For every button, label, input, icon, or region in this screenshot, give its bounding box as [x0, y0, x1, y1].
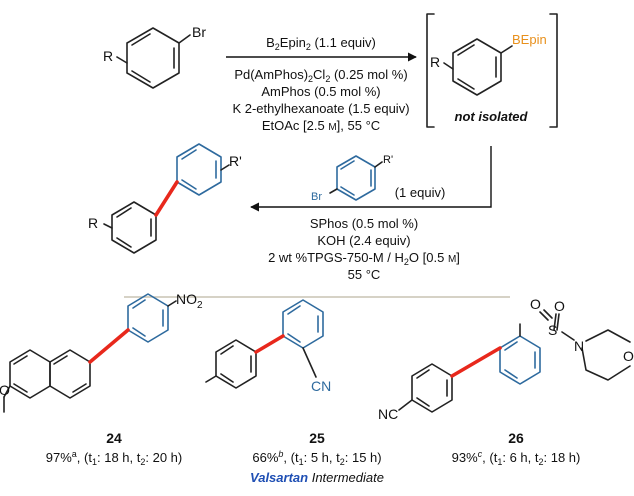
nitro-group-label: NO2: [176, 291, 203, 311]
bromo-label: Br: [192, 24, 206, 40]
sulfur-label: S: [548, 322, 557, 338]
koh-condition: KOH (2.4 equiv): [317, 233, 410, 248]
nitrile-label-25: CN: [311, 378, 331, 394]
nitrile-label-26: NC: [378, 406, 398, 422]
r-group-label: R: [103, 48, 113, 64]
morpholine-nitrogen-label: N: [574, 338, 584, 354]
step1-conditions: B2Epin2 (1.1 equiv) Pd(AmPhos)2Cl2 (0.25…: [232, 35, 409, 133]
step2-conditions: SPhos (0.5 mol %) KOH (2.4 equiv) 2 wt %…: [268, 216, 460, 282]
ligand-condition: AmPhos (0.5 mol %): [261, 84, 380, 99]
base-condition: K 2-ethylhexanoate (1.5 equiv): [232, 101, 409, 116]
product-r-prime-label: R': [229, 153, 242, 169]
valsartan-note: Valsartan Intermediate: [250, 470, 384, 485]
not-isolated-note: not isolated: [455, 109, 529, 124]
temperature-condition: 55 °C: [348, 267, 381, 282]
yield-line-25: 66%b, (t1: 5 h, t2: 15 h): [252, 449, 381, 467]
compound-number-25: 25: [309, 430, 325, 446]
solvent-condition: EtOAc [2.5 M], 55 °C: [262, 118, 380, 133]
sulfonyl-oxygen-left: O: [530, 296, 541, 312]
borylation-reagent: B2Epin2 (1.1 equiv): [266, 35, 376, 52]
reagent-equiv: (1 equiv): [395, 185, 446, 200]
example-25-structure: CN: [205, 299, 331, 394]
compound-number-26: 26: [508, 430, 524, 446]
surfactant-condition: 2 wt %TPGS-750-M / H2O [0.5 M]: [268, 250, 460, 267]
reagent-r-prime-label: R': [383, 154, 393, 166]
example-24-structure: NO2 O: [0, 291, 203, 413]
step2-arrow: [250, 146, 492, 212]
aryl-bromide-structure: Br R: [103, 24, 206, 89]
compound-number-24: 24: [106, 430, 122, 446]
bepin-label: BEpin: [512, 32, 547, 47]
yield-line-24: 97%a, (t1: 18 h, t2: 20 h): [46, 449, 182, 467]
example-26-structure: S O O N O NC: [378, 296, 634, 422]
palladium-catalyst: Pd(AmPhos)2Cl2 (0.25 mol %): [234, 67, 407, 84]
aryl-bromide-reagent: Br R': [311, 154, 393, 203]
boronate-intermediate: BEpin R not isolated: [426, 13, 558, 128]
sphos-condition: SPhos (0.5 mol %): [310, 216, 418, 231]
reagent-bromo-label: Br: [311, 191, 322, 203]
morpholine-oxygen-label: O: [623, 348, 634, 364]
yield-line-26: 93%c, (t1: 6 h, t2: 18 h): [452, 449, 581, 467]
methoxy-oxygen-label: O: [0, 382, 10, 398]
intermediate-r-label: R: [430, 54, 440, 70]
product-r-label: R: [88, 215, 98, 231]
sulfonyl-oxygen-top: O: [554, 298, 565, 314]
biaryl-product: R R': [88, 143, 242, 254]
